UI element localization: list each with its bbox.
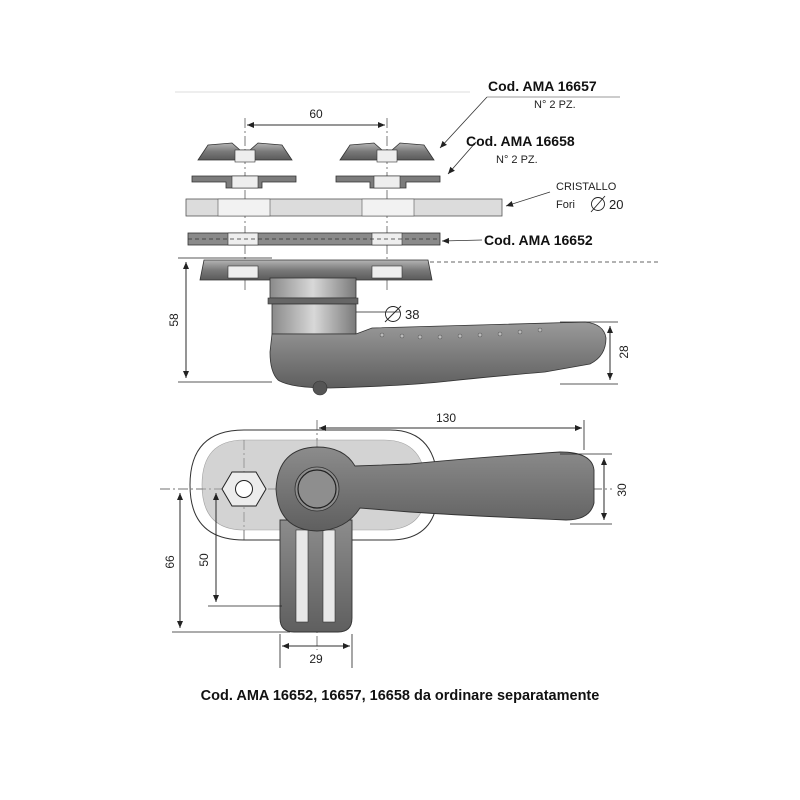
dimension-66: 66: [163, 493, 290, 633]
screw-head-right: [339, 142, 435, 163]
label-ama-16652: Cod. AMA 16652: [484, 232, 593, 248]
dimension-28: 28: [560, 321, 631, 385]
label-ama-16657-qty: N° 2 PZ.: [534, 99, 576, 111]
dim-28-text: 28: [617, 345, 631, 359]
base-plate: [199, 259, 433, 281]
screw-head-left: [197, 142, 293, 163]
lever-top: [275, 446, 595, 532]
lock-body: [267, 277, 359, 335]
diameter-symbol-fori: [590, 195, 606, 213]
caption: Cod. AMA 16652, 16657, 16658 da ordinare…: [200, 688, 600, 704]
dimension-58: 58: [167, 257, 272, 383]
label-cristallo: CRISTALLO: [556, 181, 617, 193]
side-view: 60: [167, 78, 660, 396]
dim-38-text: 38: [405, 307, 419, 322]
label-ama-16657: Cod. AMA 16657: [488, 78, 597, 94]
dimension-30: 30: [560, 453, 629, 525]
label-fori-diam: 20: [609, 197, 623, 212]
handle-side: [269, 321, 607, 396]
label-ama-16658: Cod. AMA 16658: [466, 133, 575, 149]
dim-30-text: 30: [615, 483, 629, 497]
dim-50-text: 50: [197, 553, 211, 567]
dimension-130: 130: [319, 411, 585, 450]
latch-tongue: [279, 519, 353, 633]
dim-60-text: 60: [309, 107, 323, 121]
dimension-diam-38: 38: [356, 305, 419, 323]
dim-58-text: 58: [167, 313, 181, 327]
dimension-29: 29: [279, 634, 353, 668]
dim-66-text: 66: [163, 555, 177, 569]
washer-right: [335, 175, 441, 189]
glass-pane: [185, 198, 503, 217]
dim-29-text: 29: [309, 652, 323, 666]
gasket-plate: [187, 232, 441, 246]
washer-left: [191, 175, 297, 189]
label-ama-16658-qty: N° 2 PZ.: [496, 154, 538, 166]
dim-130-text: 130: [436, 411, 456, 425]
oval-base-plate: [189, 429, 439, 541]
hex-nut: [221, 471, 267, 507]
dimension-50: 50: [197, 493, 282, 607]
label-fori: Fori: [556, 199, 575, 211]
top-view: 130 30 66 50 2: [160, 411, 629, 668]
